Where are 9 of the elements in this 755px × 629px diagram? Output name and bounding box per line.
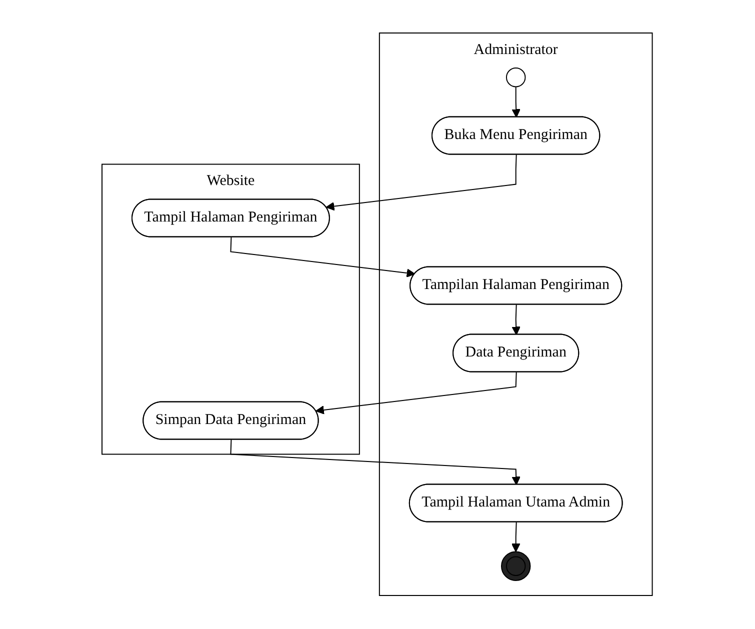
arrow — [230, 440, 521, 486]
arrow — [512, 86, 521, 118]
node-circle — [506, 68, 526, 88]
arrow — [316, 372, 518, 415]
arrow — [230, 237, 416, 278]
arrow — [512, 522, 521, 552]
arrow — [326, 154, 518, 211]
node-circle — [501, 551, 532, 582]
arrow — [512, 304, 521, 336]
